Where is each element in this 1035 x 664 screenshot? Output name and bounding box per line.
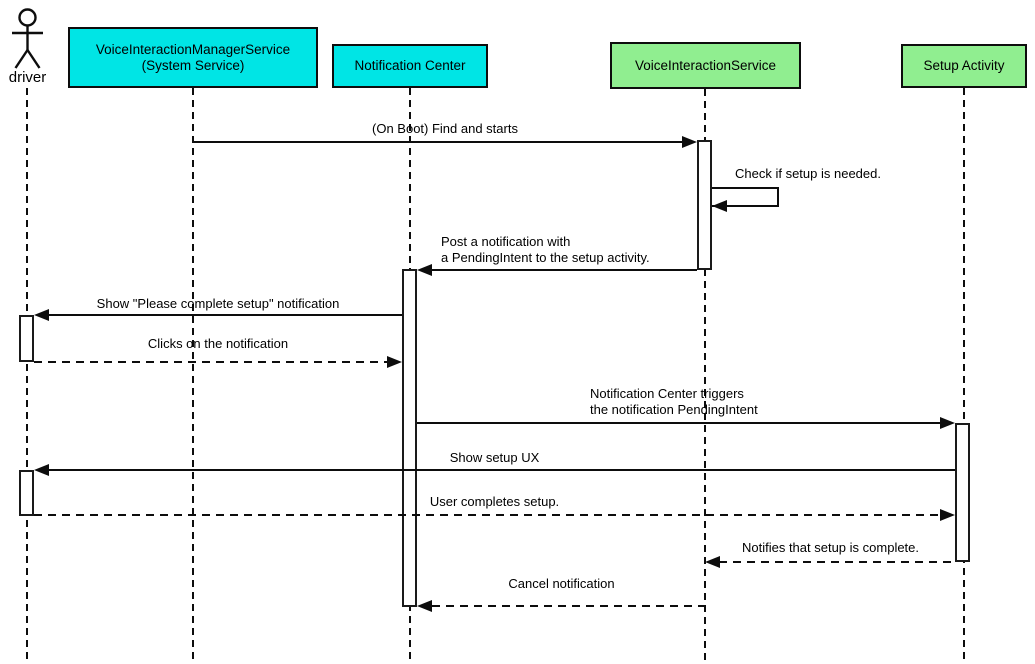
activation-driver-2 xyxy=(19,470,34,516)
activation-notification-center xyxy=(402,269,417,607)
message-cancel-notification-line xyxy=(432,605,704,607)
message-user-completes-setup-arrowhead xyxy=(940,509,955,521)
lifeline-voice-interaction-service xyxy=(704,89,706,660)
participant-notification-center-label: Notification Center xyxy=(354,58,466,73)
message-show-setup-ux-arrowhead xyxy=(34,464,49,476)
message-post-notification-arrowhead xyxy=(417,264,432,276)
actor-driver-label: driver xyxy=(8,69,47,86)
message-clicks-notification-label: Clicks on the notification xyxy=(147,336,289,351)
participant-setup-activity-box: Setup Activity xyxy=(901,44,1027,88)
message-notifies-setup-complete-line xyxy=(719,561,955,563)
message-user-completes-setup-line xyxy=(34,514,941,516)
participant-setup-activity-label: Setup Activity xyxy=(923,58,1005,73)
message-cancel-notification-label: Cancel notification xyxy=(508,576,615,591)
message-cancel-notification-arrowhead xyxy=(417,600,432,612)
message-clicks-notification-line xyxy=(34,361,388,363)
activation-voice-interaction-service xyxy=(697,140,712,270)
message-show-setup-notification-label: Show "Please complete setup" notificatio… xyxy=(96,296,340,311)
message-show-setup-ux-line xyxy=(48,469,955,471)
lifeline-setup-activity xyxy=(963,88,965,660)
participant-vims-label: VoiceInteractionManagerService (System S… xyxy=(95,41,291,73)
message-trigger-pendingintent-label: Notification Center triggers the notific… xyxy=(590,386,758,417)
message-show-setup-notification-arrowhead xyxy=(34,309,49,321)
activation-setup-activity xyxy=(955,423,970,562)
message-clicks-notification-arrowhead xyxy=(387,356,402,368)
message-post-notification-line xyxy=(430,269,697,271)
message-check-setup-loop xyxy=(712,187,779,207)
message-on-boot-label: (On Boot) Find and starts xyxy=(372,121,518,136)
message-post-notification-label: Post a notification with a PendingIntent… xyxy=(441,234,650,265)
message-on-boot-line xyxy=(193,141,685,143)
message-check-setup-arrowhead xyxy=(712,200,727,212)
message-user-completes-setup-label: User completes setup. xyxy=(429,494,560,509)
activation-driver-1 xyxy=(19,315,34,362)
actor-driver-icon xyxy=(12,8,43,69)
participant-notification-center-box: Notification Center xyxy=(332,44,488,88)
participant-vims-box: VoiceInteractionManagerService (System S… xyxy=(68,27,318,88)
message-show-setup-notification-line xyxy=(48,314,402,316)
participant-voice-interaction-service-box: VoiceInteractionService xyxy=(610,42,801,89)
message-notifies-setup-complete-arrowhead xyxy=(705,556,720,568)
message-trigger-pendingintent-line xyxy=(417,422,942,424)
message-check-setup-label: Check if setup is needed. xyxy=(735,166,881,181)
lifeline-vims xyxy=(192,88,194,660)
message-trigger-pendingintent-arrowhead xyxy=(940,417,955,429)
message-notifies-setup-complete-label: Notifies that setup is complete. xyxy=(741,540,920,555)
lifeline-driver xyxy=(26,88,28,660)
participant-voice-interaction-service-label: VoiceInteractionService xyxy=(634,57,777,73)
message-show-setup-ux-label: Show setup UX xyxy=(449,450,540,465)
message-on-boot-arrowhead xyxy=(682,136,697,148)
